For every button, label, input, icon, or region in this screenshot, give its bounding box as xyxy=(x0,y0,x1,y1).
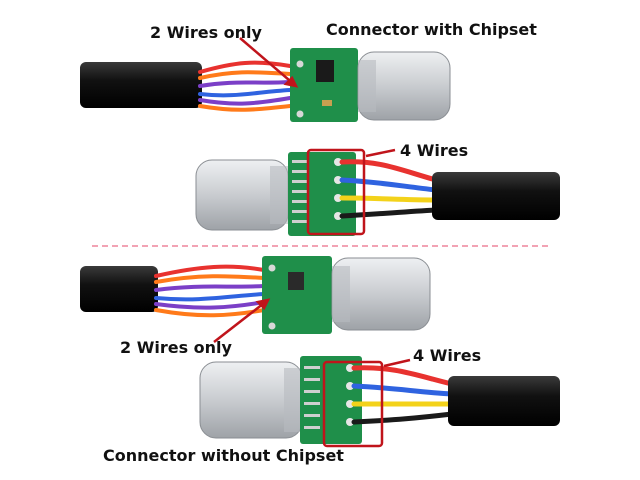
annotation-line-four-wires-bottom xyxy=(383,358,411,368)
cable-icon xyxy=(80,266,158,312)
annotation-line-four-wires-top xyxy=(365,148,396,158)
cable-icon xyxy=(80,62,202,108)
annotation-box-four-wires-top xyxy=(306,148,366,236)
annotation-two-wires-bottom xyxy=(213,298,271,343)
cable-icon xyxy=(448,376,560,426)
assembly-second xyxy=(195,152,560,236)
label-two-wires-top: 2 Wires only xyxy=(150,23,262,42)
annotation-two-wires-top xyxy=(239,37,299,88)
pcb-board-icon xyxy=(290,48,358,122)
wire-bundle xyxy=(154,264,266,318)
wire-bundle xyxy=(198,60,292,112)
label-connector-with-chipset: Connector with Chipset xyxy=(326,20,537,39)
assembly-third xyxy=(80,256,431,334)
pcb-board-icon xyxy=(288,152,356,236)
wire-bundle xyxy=(339,159,439,219)
label-four-wires-bottom: 4 Wires xyxy=(413,346,482,365)
annotation-box-four-wires-bottom xyxy=(322,360,384,448)
chipset-icon xyxy=(316,60,334,82)
assembly-top-with-chipset xyxy=(80,48,451,122)
label-connector-without-chipset: Connector without Chipset xyxy=(103,446,344,465)
wire-bundle xyxy=(351,365,455,425)
pcb-board-icon xyxy=(262,256,332,334)
label-four-wires-top: 4 Wires xyxy=(400,141,469,160)
label-two-wires-bottom: 2 Wires only xyxy=(120,338,232,357)
cable-icon xyxy=(432,172,560,220)
assembly-bottom-without-chipset xyxy=(199,356,560,444)
